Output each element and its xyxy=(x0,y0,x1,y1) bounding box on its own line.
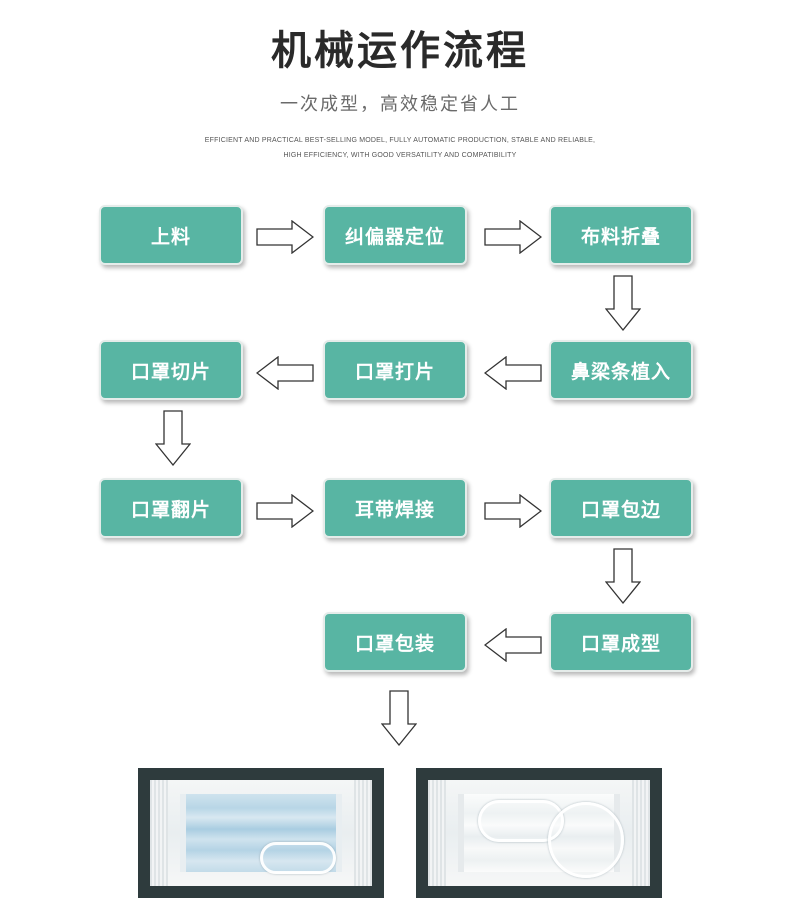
arrow-down-icon xyxy=(605,548,641,604)
page-subtitle: 一次成型，高效稳定省人工 xyxy=(280,94,520,115)
packaged-mask-image xyxy=(150,780,372,886)
step-deviation-positioning: 纠偏器定位 xyxy=(323,205,467,265)
arrow-right-icon xyxy=(256,220,314,254)
arrow-down-icon xyxy=(381,690,417,746)
step-mask-forming: 口罩成型 xyxy=(549,612,693,672)
arrow-down-icon xyxy=(605,275,641,331)
white-packaged-mask-photo xyxy=(416,768,662,898)
step-mask-cutting: 口罩切片 xyxy=(99,340,243,400)
arrow-right-icon xyxy=(256,494,314,528)
arrow-left-icon xyxy=(484,628,542,662)
arrow-right-icon xyxy=(484,494,542,528)
step-mask-packaging: 口罩包装 xyxy=(323,612,467,672)
step-fabric-folding: 布料折叠 xyxy=(549,205,693,265)
step-mask-edging: 口罩包边 xyxy=(549,478,693,538)
step-ear-loop-welding: 耳带焊接 xyxy=(323,478,467,538)
english-description-line-2: HIGH EFFICIENCY, WITH GOOD VERSATILITY A… xyxy=(283,152,517,159)
page-title: 机械运作流程 xyxy=(271,28,529,74)
arrow-down-icon xyxy=(155,410,191,466)
arrow-left-icon xyxy=(484,356,542,390)
english-description-line-1: EFFICIENT AND PRACTICAL BEST-SELLING MOD… xyxy=(204,137,596,144)
arrow-right-icon xyxy=(484,220,542,254)
step-mask-pressing: 口罩打片 xyxy=(323,340,467,400)
packaged-mask-image xyxy=(428,780,650,886)
step-nose-wire-insertion: 鼻梁条植入 xyxy=(549,340,693,400)
arrow-left-icon xyxy=(256,356,314,390)
blue-packaged-mask-photo xyxy=(138,768,384,898)
step-loading: 上料 xyxy=(99,205,243,265)
step-mask-flipping: 口罩翻片 xyxy=(99,478,243,538)
